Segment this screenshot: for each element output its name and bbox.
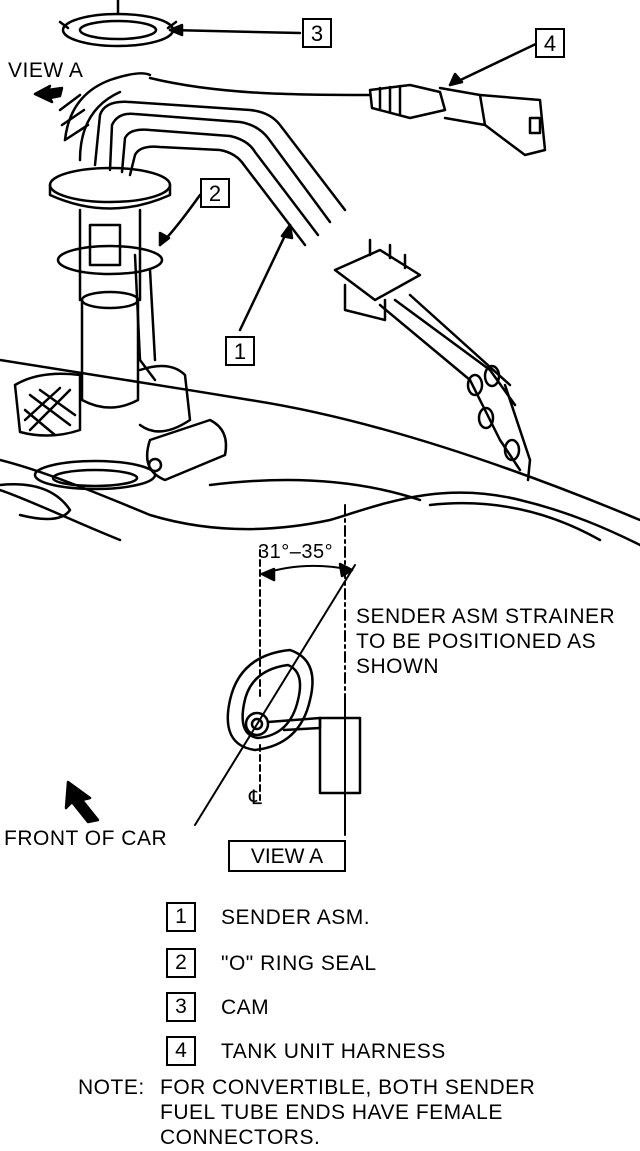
note-line-1: FOR CONVERTIBLE, BOTH SENDER bbox=[160, 1076, 536, 1099]
legend-text: CAM bbox=[221, 996, 270, 1019]
legend-text: SENDER ASM. bbox=[221, 906, 371, 929]
strainer-note-line-1: SENDER ASM STRAINER bbox=[356, 605, 616, 628]
centerline-symbol: ℄ bbox=[249, 787, 263, 809]
note-line-3: CONNECTORS. bbox=[160, 1126, 321, 1149]
strainer-note-line-3: SHOWN bbox=[356, 655, 439, 678]
tube-connectors-drawing bbox=[333, 238, 532, 482]
front-direction-arrow-icon bbox=[64, 780, 100, 824]
view-a-detail bbox=[194, 504, 362, 836]
cam-ring-drawing bbox=[58, 0, 178, 48]
leader-4 bbox=[448, 40, 542, 87]
callout-2: 2 bbox=[200, 178, 230, 208]
legend-text: "O" RING SEAL bbox=[221, 952, 377, 975]
legend-number: 2 bbox=[166, 948, 196, 978]
legend-text: TANK UNIT HARNESS bbox=[221, 1040, 446, 1063]
fuel-tubes bbox=[58, 72, 347, 247]
legend-number: 1 bbox=[166, 902, 196, 932]
legend-number: 4 bbox=[166, 1036, 196, 1066]
leader-1 bbox=[238, 223, 292, 332]
view-a-top-label: VIEW A bbox=[8, 59, 84, 82]
strainer-note: SENDER ASM STRAINER TO BE POSITIONED AS … bbox=[356, 604, 615, 679]
leader-3 bbox=[168, 28, 302, 35]
callout-3: 3 bbox=[302, 18, 332, 48]
view-a-arrow-icon bbox=[33, 84, 64, 104]
front-of-car-label: FRONT OF CAR bbox=[4, 827, 168, 850]
angle-label: 31°–35° bbox=[258, 541, 334, 563]
legend-number: 3 bbox=[166, 992, 196, 1022]
sender-assembly-drawing bbox=[13, 166, 228, 491]
callout-1: 1 bbox=[225, 336, 255, 366]
strainer-note-line-2: TO BE POSITIONED AS bbox=[356, 630, 597, 653]
note-line-2: FUEL TUBE ENDS HAVE FEMALE bbox=[160, 1101, 503, 1124]
view-a-box-label: VIEW A bbox=[228, 840, 346, 872]
callout-4: 4 bbox=[535, 28, 565, 58]
tank-unit-harness-drawing bbox=[148, 76, 547, 157]
fuel-tank-outline bbox=[0, 358, 640, 547]
note-prefix: NOTE: bbox=[78, 1076, 145, 1099]
